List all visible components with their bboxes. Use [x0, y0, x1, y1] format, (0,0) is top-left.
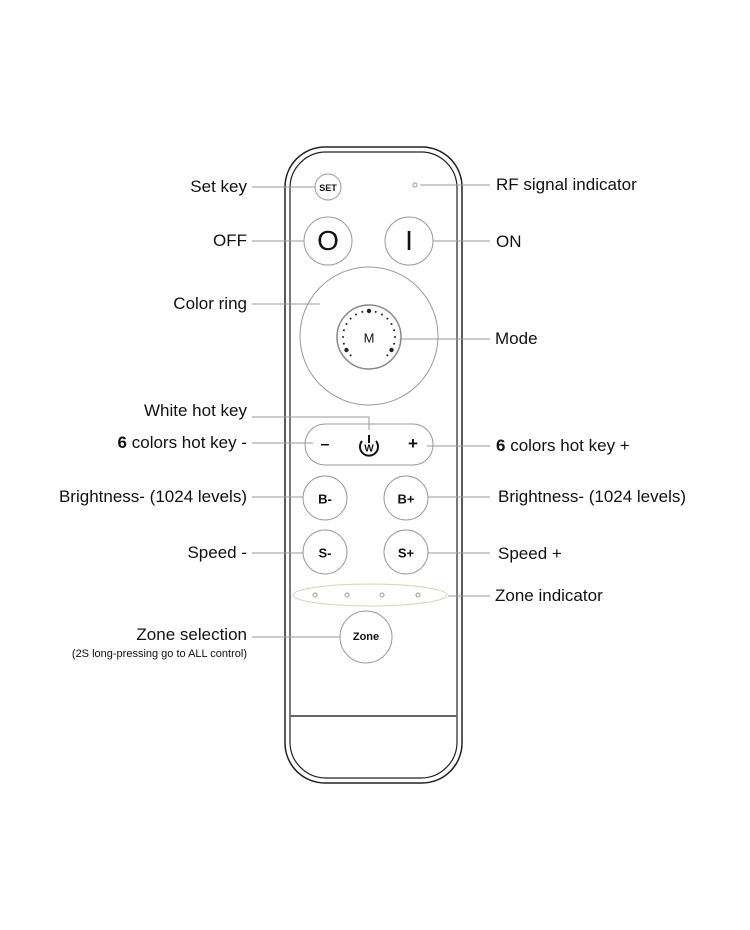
mode-ring-dot [361, 310, 364, 313]
label-speed-minus: Speed - [187, 543, 247, 562]
zone-led-4 [415, 592, 421, 598]
label-rf-signal: RF signal indicator [496, 175, 637, 194]
mode-ring-dot [393, 342, 396, 345]
color-ring [299, 266, 439, 406]
white-button[interactable]: W [364, 443, 374, 455]
brightness-plus-button[interactable]: B+ [397, 491, 415, 507]
zone-led-3 [379, 592, 385, 598]
brightness-minus-button[interactable]: B- [318, 491, 332, 507]
mode-ring-dot [342, 342, 345, 345]
label-zone-selection-note: (2S long-pressing go to ALL control) [71, 648, 247, 660]
label-colors-minus-num: 6 [117, 433, 127, 452]
white-power-icon [359, 435, 379, 457]
remote-body-outer [284, 146, 463, 784]
mode-ring-dot [394, 336, 396, 338]
label-colors-minus: 6 colors hot key - [118, 433, 247, 453]
label-set-key: Set key [190, 177, 247, 196]
b-minus-shape [302, 475, 348, 521]
colors-minus-button[interactable]: – [320, 436, 330, 453]
mode-ring-dot [381, 313, 383, 316]
mode-ring-dot [342, 336, 344, 338]
mode-ring-dot [393, 329, 396, 332]
mode-button-shape [336, 304, 402, 370]
remote-body-inner [289, 151, 458, 779]
on-button[interactable]: I [405, 225, 413, 256]
zone-indicator-ellipse [292, 583, 448, 607]
mode-ring-dot [386, 317, 389, 320]
label-color-ring: Color ring [173, 294, 247, 313]
label-white-hot-key: White hot key [144, 401, 247, 420]
label-mode: Mode [495, 329, 538, 348]
zone-led-1 [312, 592, 318, 598]
zone-button[interactable]: Zone [352, 631, 380, 643]
zone-led-2 [344, 592, 350, 598]
mode-ring-dot [344, 347, 349, 353]
mode-ring-dot [389, 347, 394, 353]
set-button[interactable]: SET [319, 183, 337, 193]
off-button[interactable]: O [317, 225, 339, 256]
mode-ring-dot [374, 310, 377, 313]
mode-ring-dot [349, 354, 352, 357]
label-brightness-minus: Brightness- (1024 levels) [58, 487, 247, 506]
mode-ring-dot [342, 329, 345, 332]
label-zone-selection: Zone selection [136, 625, 247, 644]
label-brightness-plus: Brightness- (1024 levels) [498, 487, 687, 506]
b-plus-shape [383, 475, 429, 521]
mode-ring-dot [345, 323, 348, 325]
mode-ring-dot [366, 308, 372, 314]
leader-lines [252, 184, 490, 638]
s-minus-shape [302, 529, 348, 575]
mode-ring-dot [386, 354, 389, 357]
speed-plus-button[interactable]: S+ [397, 545, 415, 561]
label-colors-plus-num: 6 [496, 436, 506, 455]
label-speed-plus: Speed + [498, 544, 562, 563]
colors-plus-button[interactable]: + [408, 434, 418, 453]
label-colors-plus: 6 colors hot key + [496, 436, 630, 456]
label-on: ON [496, 232, 522, 251]
mode-ring-dot [355, 313, 357, 316]
label-colors-minus-text: colors hot key - [131, 433, 247, 452]
mode-button[interactable]: M [363, 330, 375, 346]
label-zone-indicator: Zone indicator [495, 586, 603, 605]
s-plus-shape [383, 529, 429, 575]
label-colors-plus-text: colors hot key + [510, 436, 630, 455]
mode-ring-dot [349, 317, 352, 320]
rf-indicator-dot [412, 182, 418, 188]
mode-dot-ring [342, 308, 396, 357]
speed-minus-button[interactable]: S- [318, 545, 332, 561]
label-off: OFF [213, 231, 247, 250]
mode-ring-dot [390, 323, 393, 325]
